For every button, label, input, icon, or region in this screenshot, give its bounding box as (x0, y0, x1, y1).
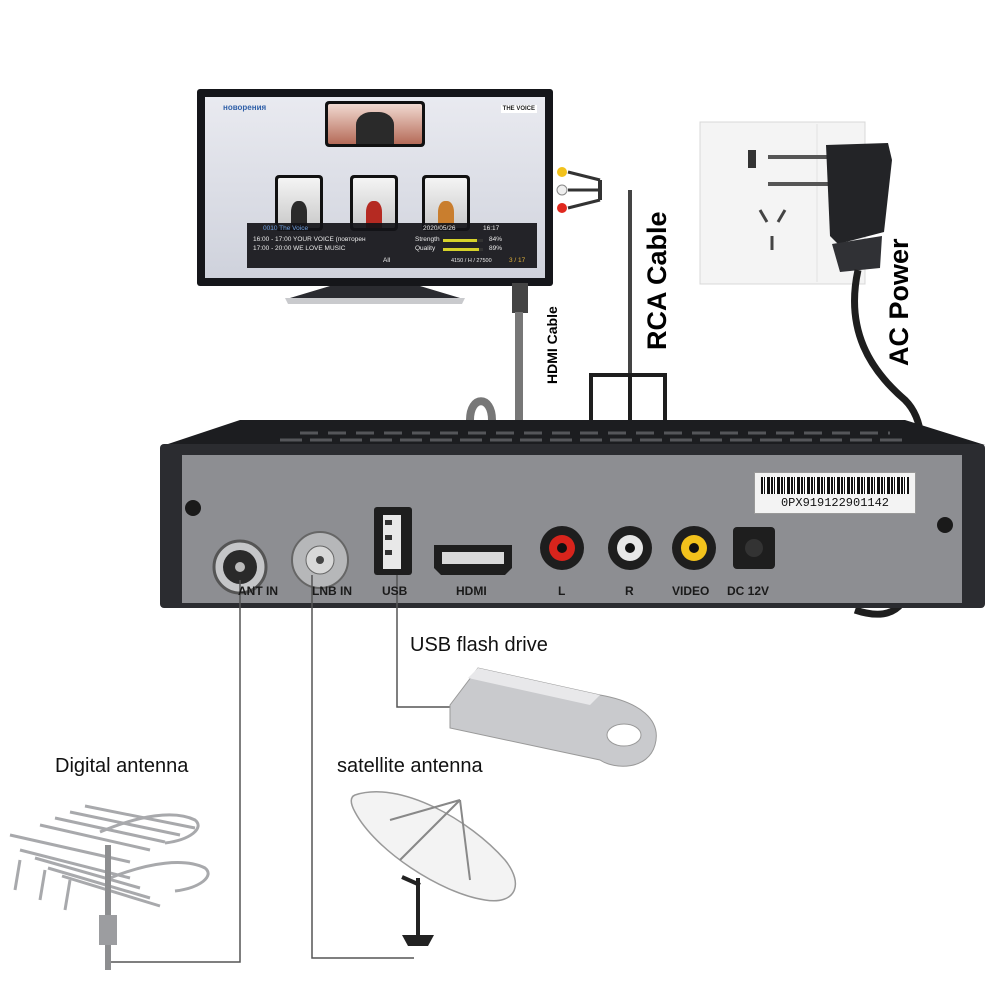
epg-group: All (383, 257, 391, 264)
label-hdmi-cable: HDMI Cable (544, 306, 560, 384)
label-satellite-antenna: satellite antenna (337, 755, 483, 777)
digital-antenna (9, 580, 241, 970)
phone-image-middle (350, 175, 398, 231)
epg-channel: 0010 The Voice (263, 225, 309, 232)
set-top-box (160, 420, 985, 608)
port-label-l: L (558, 584, 566, 598)
label-ac-power: AC Power (884, 238, 914, 366)
epg-strength-label: Strength (415, 236, 440, 243)
channel-logo: новорения (223, 103, 267, 112)
usb-flash-drive (396, 575, 657, 767)
epg-time: 16:17 (483, 225, 500, 232)
port-label-usb: USB (382, 584, 408, 598)
port-label-video: VIDEO (672, 584, 710, 598)
epg-program-2: 17:00 - 20:00 WE LOVE MUSIC (253, 245, 346, 252)
epg-quality-value: 89% (489, 245, 503, 252)
barcode-icon (761, 477, 909, 494)
epg-date: 2020/05/26 (423, 225, 456, 232)
epg-transponder: 4150 / H / 27500 (451, 258, 492, 264)
port-label-ant-in: ANT IN (238, 584, 278, 598)
serial-label: 0PX919122901142 (754, 472, 916, 514)
port-label-dc: DC 12V (727, 584, 770, 598)
satellite-dish (311, 575, 516, 959)
phone-image-left (275, 175, 323, 231)
show-logo: THE VOICE (500, 105, 537, 113)
port-label-r: R (625, 584, 634, 598)
strength-bar (443, 239, 483, 242)
port-label-lnb-in: LNB IN (312, 584, 352, 598)
epg-quality-label: Quality (415, 245, 436, 252)
label-rca-cable: RCA Cable (642, 211, 672, 350)
phone-image-top (325, 101, 425, 147)
port-label-hdmi: HDMI (456, 584, 487, 598)
phone-image-right (422, 175, 470, 231)
quality-bar (443, 248, 483, 251)
tv-screen: новорения THE VOICE 0010 The Voice 2020/… (205, 97, 545, 278)
label-digital-antenna: Digital antenna (55, 755, 189, 777)
serial-number: 0PX919122901142 (780, 496, 890, 510)
label-usb-flash-drive: USB flash drive (410, 634, 548, 656)
epg-program-1: 16:00 - 17:00 YOUR VOICE (повторен (253, 236, 366, 243)
epg-counter: 3 / 17 (509, 257, 526, 264)
epg-strength-value: 84% (489, 236, 503, 243)
epg-info-bar: 0010 The Voice 2020/05/26 16:17 16:00 - … (247, 223, 537, 268)
